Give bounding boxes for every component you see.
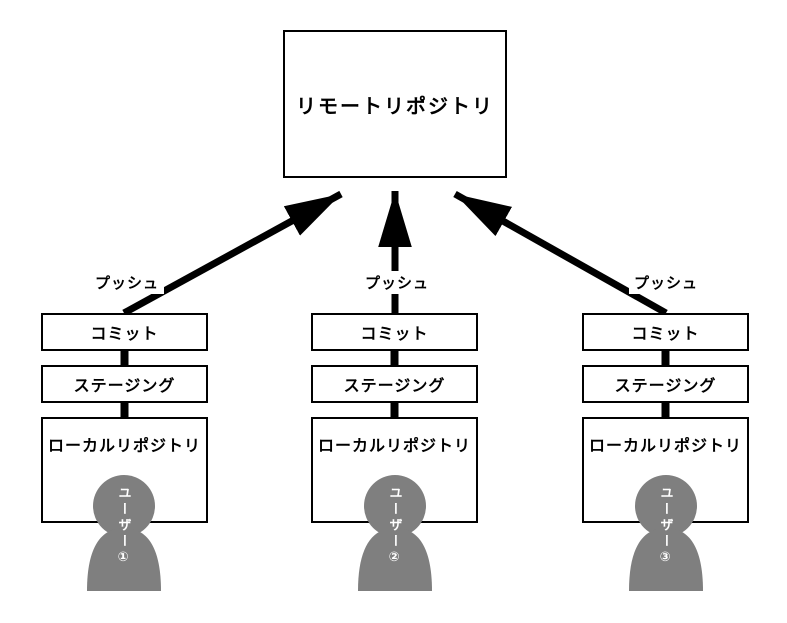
push-arrow-3 [453,190,668,317]
staging-label-1: ステージング [73,378,176,395]
staging-label-2: ステージング [343,378,446,395]
user-label-3: ユーザー③ [658,486,674,568]
commit-label-1: コミット [90,326,159,343]
user-head-2 [364,475,426,537]
user-icon-2 [358,475,432,591]
user-body-2 [358,528,432,591]
local-repository-label-1: ローカルリポジトリ [47,438,201,455]
commit-box-2: コミット [311,313,478,351]
user-head-3 [635,475,697,537]
user-label-1: ユーザー① [116,486,132,568]
user-icon-1 [87,475,161,591]
commit-label-2: コミット [360,326,429,343]
push-arrow-1 [122,190,343,317]
commit-label-3: コミット [631,326,700,343]
staging-box-3: ステージング [582,365,749,403]
local-repository-label-2: ローカルリポジトリ [317,438,471,455]
user-body-3 [629,528,703,591]
push-label-3: プッシュ [628,271,704,294]
staging-box-2: ステージング [311,365,478,403]
commit-box-3: コミット [582,313,749,351]
staging-box-1: ステージング [41,365,208,403]
user-label-2: ユーザー② [387,486,403,568]
push-label-1: プッシュ [89,271,165,294]
remote-repository-box: リモートリポジトリ [283,30,507,178]
user-body-1 [87,528,161,591]
user-head-1 [93,475,155,537]
user-icon-3 [629,475,703,591]
commit-box-1: コミット [41,313,208,351]
staging-label-3: ステージング [614,378,717,395]
remote-repository-label: リモートリポジトリ [296,95,494,118]
local-repository-label-3: ローカルリポジトリ [588,438,742,455]
push-label-2: プッシュ [359,271,435,294]
